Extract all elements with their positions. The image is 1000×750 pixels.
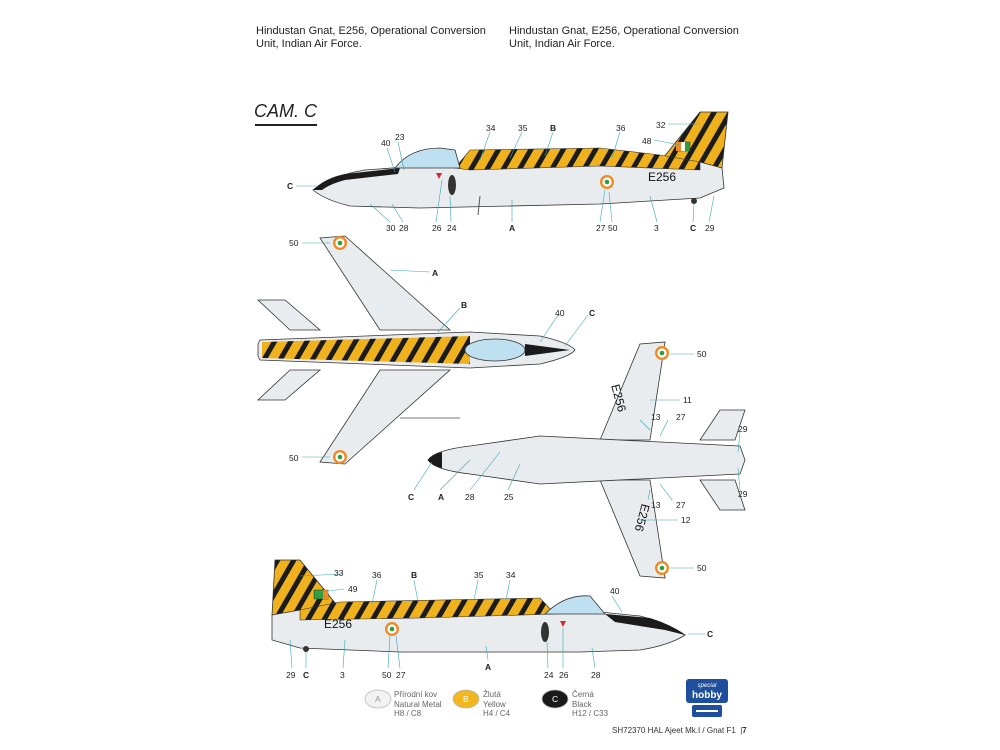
paint-legend: A B C [364,689,569,709]
spine-stripes [454,147,701,171]
svg-text:E256: E256 [324,617,352,631]
svg-text:35: 35 [518,123,528,133]
canopy [394,147,461,169]
svg-text:A: A [485,662,491,672]
svg-text:special: special [698,683,717,689]
svg-text:35: 35 [474,570,484,580]
svg-text:C: C [690,223,696,233]
svg-text:26: 26 [432,223,442,233]
callouts-plan-upper [302,242,589,458]
svg-text:50: 50 [289,453,299,463]
serial-code: E256 [648,170,676,184]
svg-text:13: 13 [651,412,661,422]
svg-text:B: B [463,694,469,704]
svg-text:28: 28 [399,223,409,233]
svg-text:27: 27 [676,412,686,422]
labels-top-profile: 23 40 34 35 B 36 32 48 C 30 28 26 24 A 2… [287,120,715,233]
caption-left: Hindustan Gnat, E256, Operational Conver… [256,25,486,50]
svg-text:C: C [552,694,558,704]
swatch-black [541,689,569,709]
svg-text:50: 50 [382,670,392,680]
svg-text:40: 40 [610,586,620,596]
side-profile-top: E256 [312,111,729,216]
svg-text:A: A [432,268,438,278]
svg-text:A: A [509,223,515,233]
svg-text:50: 50 [608,223,618,233]
legend-item-metal: Přírodní kov Natural Metal H8 / C8 [394,690,442,718]
labels-plan-upper: 50 A B 40 C 50 [289,238,595,463]
svg-text:48: 48 [642,136,652,146]
svg-text:27: 27 [676,500,686,510]
svg-text:23: 23 [395,132,405,142]
svg-text:C: C [589,308,595,318]
svg-text:50: 50 [697,563,707,573]
svg-text:36: 36 [616,123,626,133]
svg-text:29: 29 [738,489,748,499]
plan-view-upper [256,235,576,465]
svg-text:3: 3 [340,670,345,680]
svg-text:A: A [375,694,381,704]
svg-text:36: 36 [372,570,382,580]
svg-text:B: B [411,570,417,580]
caption-right: Hindustan Gnat, E256, Operational Conver… [509,25,739,50]
swatch-yellow [452,689,480,709]
svg-text:50: 50 [697,349,707,359]
svg-text:29: 29 [738,424,748,434]
svg-text:49: 49 [348,584,358,594]
svg-text:C: C [707,629,713,639]
svg-text:11: 11 [683,395,692,405]
roundel [600,175,614,189]
svg-text:B: B [461,300,467,310]
side-profile-bottom: E256 [271,559,686,653]
svg-text:26: 26 [559,670,569,680]
scheme-title: CAM. C [254,101,317,121]
svg-text:24: 24 [447,223,457,233]
svg-text:29: 29 [286,670,296,680]
svg-text:40: 40 [555,308,565,318]
svg-text:A: A [438,492,444,502]
svg-text:50: 50 [289,238,299,248]
svg-text:29: 29 [705,223,715,233]
svg-text:24: 24 [544,670,554,680]
svg-text:33: 33 [334,568,344,578]
svg-text:30: 30 [386,223,396,233]
svg-text:27: 27 [396,670,406,680]
callouts-plan-lower [413,353,741,569]
svg-text:32: 32 [656,120,666,130]
callouts-top-profile [296,123,715,223]
svg-text:25: 25 [504,492,514,502]
svg-text:C: C [408,492,414,502]
svg-text:hobby: hobby [692,690,722,701]
labels-bottom-profile: 33 49 36 B 35 34 40 C 29 C 3 50 27 A 24 … [286,568,713,680]
svg-text:B: B [550,123,556,133]
svg-text:34: 34 [506,570,516,580]
svg-text:C: C [287,181,293,191]
svg-text:34: 34 [486,123,496,133]
callouts-bottom-profile [289,573,705,669]
page-footer: SH72370 HAL Ajeet Mk.I / Gnat F1 |7 [612,726,747,735]
svg-text:40: 40 [381,138,391,148]
svg-text:28: 28 [591,670,601,680]
svg-text:28: 28 [465,492,475,502]
plan-view-lower: E256 E256 [427,341,746,579]
legend-item-black: Černá Black H12 / C33 [572,690,609,718]
svg-text:12: 12 [681,515,691,525]
svg-text:3: 3 [654,223,659,233]
swatch-natural-metal [364,689,392,709]
special-hobby-logo: special hobby [686,679,728,717]
svg-text:13: 13 [651,500,661,510]
legend-item-yellow: Žlutá Yellow H4 / C4 [483,690,511,718]
labels-plan-lower: 50 11 13 27 29 29 27 13 12 50 C A 28 25 [408,349,748,573]
svg-text:C: C [303,670,309,680]
svg-text:27: 27 [596,223,606,233]
scheme-underline [255,124,317,126]
